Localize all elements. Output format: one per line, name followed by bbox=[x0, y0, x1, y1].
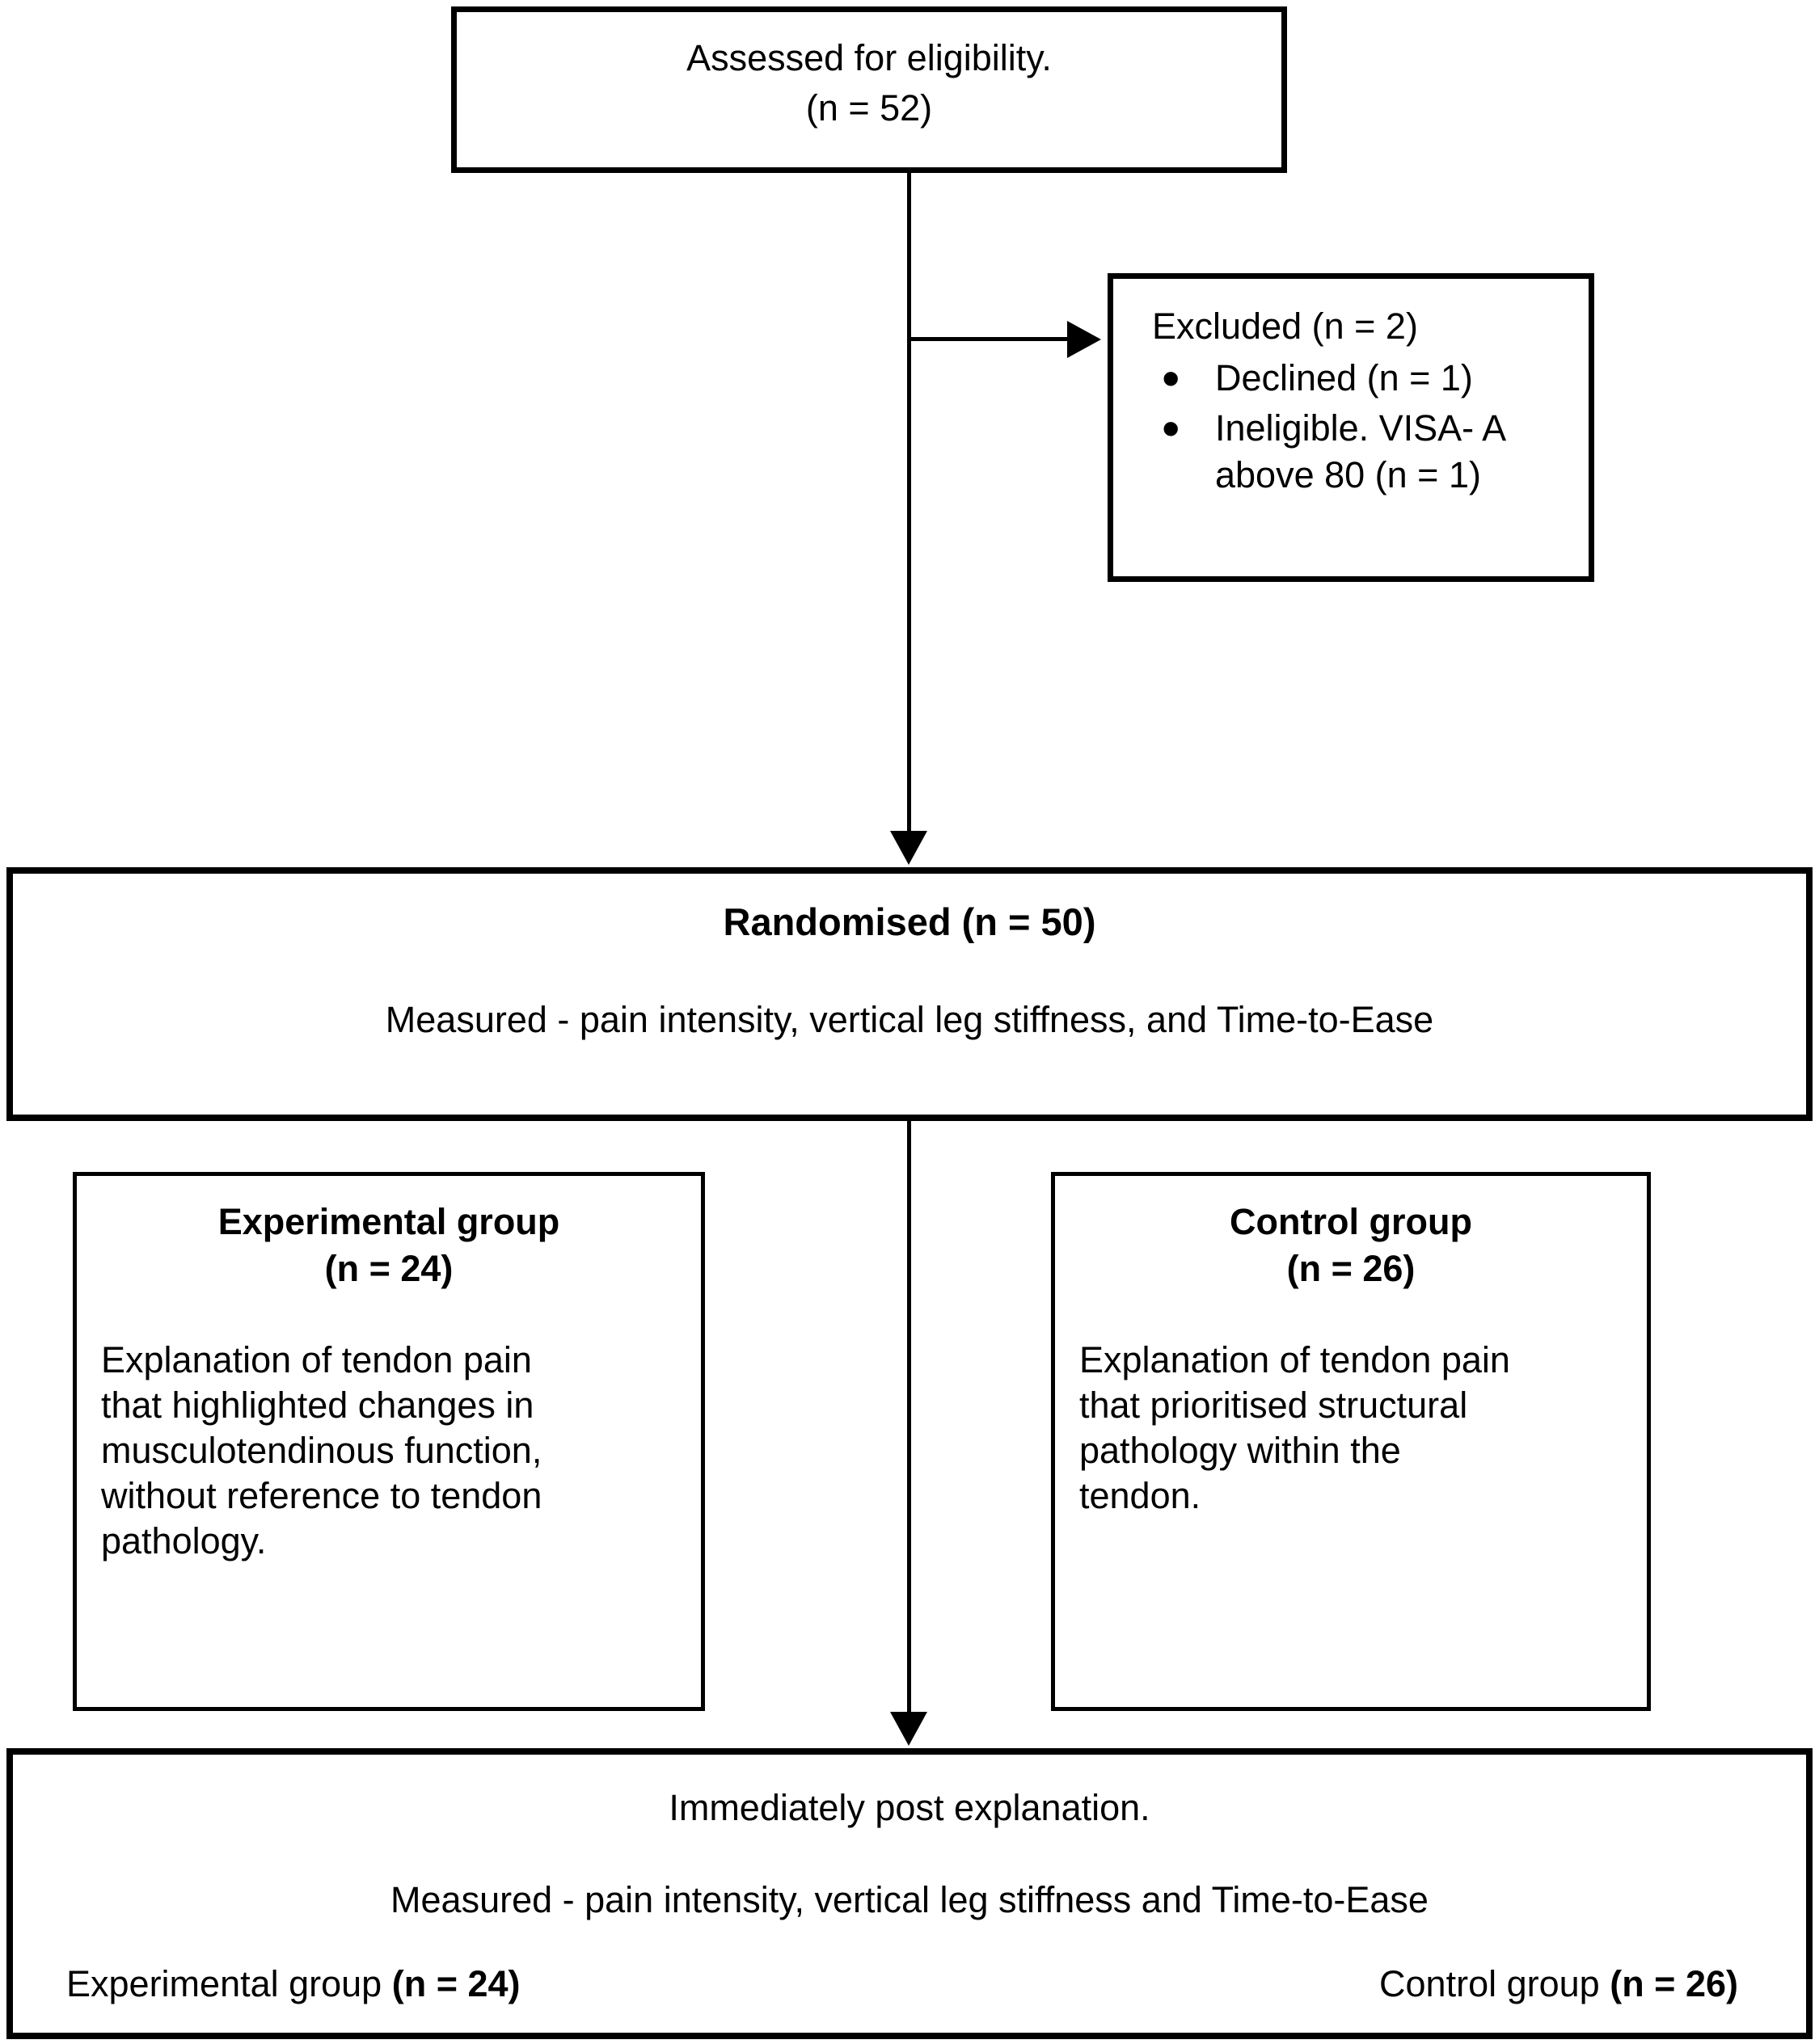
down-arrow-line-2 bbox=[907, 1121, 911, 1714]
excluded-reason-declined: Declined (n = 1) bbox=[1215, 357, 1473, 398]
control-group-heading: Control group (n = 26) bbox=[1055, 1199, 1647, 1292]
down-arrowhead-1 bbox=[890, 831, 927, 865]
bullet-icon: • bbox=[1162, 349, 1180, 407]
post-explanation-title: Immediately post explanation. bbox=[669, 1787, 1150, 1828]
excluded-arrow-line bbox=[909, 337, 1069, 341]
control-group-description: Explanation of tendon pain that prioriti… bbox=[1079, 1339, 1510, 1516]
list-item: • Ineligible. VISA- A above 80 (n = 1) bbox=[1152, 399, 1574, 499]
excluded-title: Excluded (n = 2) bbox=[1152, 306, 1418, 347]
post-control-count: Control group (n = 26) bbox=[1379, 1963, 1738, 2005]
post-measured-text: Measured - pain intensity, vertical leg … bbox=[390, 1879, 1429, 1920]
experimental-group-n: (n = 24) bbox=[324, 1248, 454, 1289]
list-item: • Declined (n = 1) bbox=[1152, 349, 1574, 407]
down-arrowhead-2 bbox=[890, 1712, 927, 1746]
post-experimental-count: Experimental group (n = 24) bbox=[66, 1963, 521, 2005]
right-arrowhead bbox=[1067, 321, 1101, 358]
assessed-title: Assessed for eligibility. bbox=[686, 37, 1052, 78]
post-control-label: Control group bbox=[1379, 1963, 1610, 2004]
control-group-n: (n = 26) bbox=[1286, 1248, 1416, 1289]
control-group-box: Control group (n = 26) Explanation of te… bbox=[1051, 1172, 1651, 1711]
post-group-counts-row: Experimental group (n = 24) Control grou… bbox=[66, 1963, 1738, 2005]
experimental-group-box: Experimental group (n = 24) Explanation … bbox=[73, 1172, 705, 1711]
experimental-group-title: Experimental group bbox=[217, 1201, 560, 1242]
bullet-icon: • bbox=[1162, 399, 1180, 457]
randomised-box: Randomised (n = 50) Measured - pain inte… bbox=[6, 867, 1813, 1121]
post-control-n: (n = 26) bbox=[1610, 1963, 1738, 2004]
assessed-n-count: (n = 52) bbox=[805, 87, 933, 129]
excluded-bullet-list: • Declined (n = 1) • Ineligible. VISA- A… bbox=[1152, 349, 1574, 499]
post-experimental-n: (n = 24) bbox=[391, 1963, 521, 2004]
experimental-group-description: Explanation of tendon pain that highligh… bbox=[101, 1339, 542, 1561]
randomised-title: Randomised (n = 50) bbox=[723, 900, 1096, 943]
post-experimental-label: Experimental group bbox=[66, 1963, 392, 2004]
post-explanation-box: Immediately post explanation. Measured -… bbox=[6, 1748, 1813, 2039]
control-group-title: Control group bbox=[1230, 1201, 1472, 1242]
excluded-reason-ineligible: Ineligible. VISA- A above 80 (n = 1) bbox=[1215, 407, 1507, 495]
excluded-box: Excluded (n = 2) • Declined (n = 1) • In… bbox=[1108, 273, 1594, 582]
experimental-group-heading: Experimental group (n = 24) bbox=[77, 1199, 701, 1292]
assessed-eligibility-box: Assessed for eligibility. (n = 52) bbox=[451, 6, 1287, 173]
randomised-measured-text: Measured - pain intensity, vertical leg … bbox=[385, 999, 1434, 1040]
down-arrow-line-1 bbox=[907, 173, 911, 834]
